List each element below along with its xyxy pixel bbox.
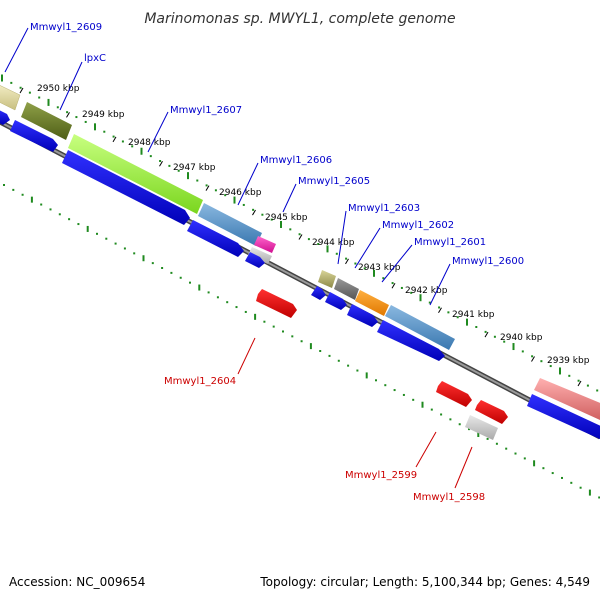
- cds-reverse-2598[interactable]: [475, 400, 508, 424]
- scale-tick: [66, 112, 70, 118]
- gene-label-2599[interactable]: Mmwyl1_2599: [345, 470, 417, 481]
- cds-forward-2606[interactable]: [187, 220, 244, 257]
- cds-forward-2599-group[interactable]: [527, 394, 600, 440]
- genome-info-text: Topology: circular; Length: 5,100,344 bp…: [259, 575, 590, 589]
- tick-label-2948: 2948 kbp: [128, 138, 171, 148]
- scale-tick: [159, 160, 163, 167]
- tick-label-2950: 2950 kbp: [37, 84, 80, 94]
- label-leaders: [4, 27, 473, 489]
- scale-tick: [298, 234, 303, 240]
- gene-label-2606[interactable]: Mmwyl1_2606: [260, 155, 332, 166]
- gc-band-outer: [1, 74, 599, 392]
- tick-label-2945: 2945 kbp: [265, 213, 308, 223]
- tick-label-2940: 2940 kbp: [500, 333, 543, 343]
- feature-2605-b[interactable]: [248, 247, 272, 264]
- cds-forward-2602[interactable]: [325, 292, 347, 310]
- tick-label-2949: 2949 kbp: [82, 110, 125, 120]
- cds-forward-lpxc[interactable]: [10, 120, 58, 152]
- scale-ticks: [19, 87, 582, 387]
- feature-2603[interactable]: [318, 270, 336, 288]
- feature-lpxc[interactable]: [21, 102, 72, 140]
- tick-label-2943: 2943 kbp: [358, 263, 401, 273]
- accession-text: Accession: NC_009654: [9, 575, 145, 589]
- tick-label-2946: 2946 kbp: [219, 188, 262, 198]
- cds-reverse-2599[interactable]: [436, 381, 472, 407]
- gene-label-2601[interactable]: Mmwyl1_2601: [414, 237, 486, 248]
- feature-2599-group[interactable]: [534, 378, 600, 420]
- scale-tick: [345, 258, 349, 265]
- cds-forward-2601[interactable]: [347, 304, 378, 327]
- gene-label-2603[interactable]: Mmwyl1_2603: [348, 203, 420, 214]
- feature-2605[interactable]: [254, 236, 276, 253]
- cds-forward-2609[interactable]: [0, 108, 10, 125]
- cds-reverse-2604[interactable]: [256, 289, 297, 318]
- tick-label-2942: 2942 kbp: [405, 286, 448, 296]
- gene-label-2609[interactable]: Mmwyl1_2609: [30, 22, 102, 33]
- gene-label-2598[interactable]: Mmwyl1_2598: [413, 492, 485, 503]
- reverse-cds-track: [256, 289, 508, 440]
- gene-label-2602[interactable]: Mmwyl1_2602: [382, 220, 454, 231]
- feature-2602[interactable]: [334, 278, 359, 300]
- cds-forward-2603[interactable]: [311, 286, 326, 300]
- tick-label-2939: 2939 kbp: [547, 356, 590, 366]
- gene-label-2600[interactable]: Mmwyl1_2600: [452, 256, 524, 267]
- feature-2598-grey[interactable]: [465, 415, 498, 440]
- cds-forward-2605[interactable]: [245, 252, 265, 268]
- feature-2607[interactable]: [68, 134, 203, 214]
- scale-tick: [391, 283, 396, 289]
- gc-band-inner: [3, 184, 600, 499]
- feature-2609[interactable]: [0, 83, 21, 111]
- map-title: Marinomonas sp. MWYL1, complete genome: [144, 11, 455, 27]
- scale-tick: [112, 136, 117, 143]
- scale-tick: [19, 87, 24, 94]
- tick-label-2947: 2947 kbp: [173, 163, 216, 173]
- cds-forward-2600[interactable]: [377, 320, 445, 361]
- gene-label-lpxc[interactable]: lpxC: [84, 53, 106, 64]
- scale-tick: [205, 185, 210, 191]
- scale-tick: [252, 209, 256, 216]
- feature-2600[interactable]: [385, 305, 455, 350]
- feature-2601[interactable]: [355, 290, 389, 316]
- gene-label-2605[interactable]: Mmwyl1_2605: [298, 176, 370, 187]
- scale-tick: [531, 356, 535, 362]
- scale-tick: [577, 380, 582, 387]
- gene-label-2607[interactable]: Mmwyl1_2607: [170, 105, 242, 116]
- tick-label-2941: 2941 kbp: [452, 310, 495, 320]
- tick-label-2944: 2944 kbp: [312, 238, 355, 248]
- forward-cds-track: [0, 108, 600, 440]
- gene-labels: Mmwyl1_2609 lpxC Mmwyl1_2607 Mmwyl1_2606…: [30, 22, 524, 503]
- scale-tick: [484, 331, 489, 338]
- feature-2606[interactable]: [198, 203, 262, 246]
- feature-track-cog: [0, 83, 600, 420]
- cds-forward-2607[interactable]: [62, 150, 190, 225]
- scale-tick: [438, 307, 442, 313]
- gene-label-2604[interactable]: Mmwyl1_2604: [164, 376, 236, 387]
- tick-labels: 2950 kbp 2949 kbp 2948 kbp 2947 kbp 2946…: [37, 84, 590, 366]
